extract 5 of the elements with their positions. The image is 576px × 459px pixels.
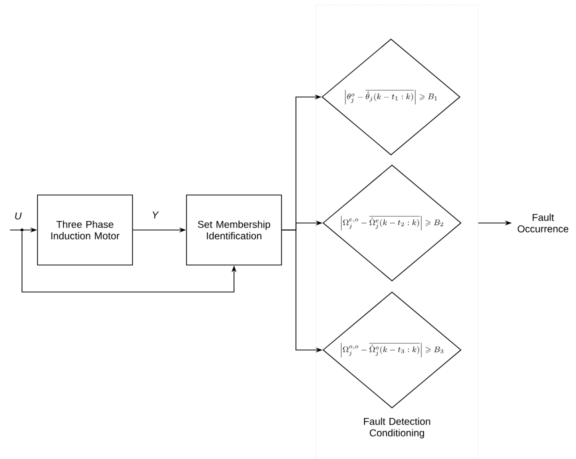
edge-label: U — [15, 212, 22, 220]
process-box: Set Membership Identification — [186, 194, 282, 266]
process-box: Three Phase Induction Motor — [37, 194, 133, 266]
output-text: Fault Occurrence — [518, 214, 568, 232]
edge-label: Y — [152, 212, 159, 218]
